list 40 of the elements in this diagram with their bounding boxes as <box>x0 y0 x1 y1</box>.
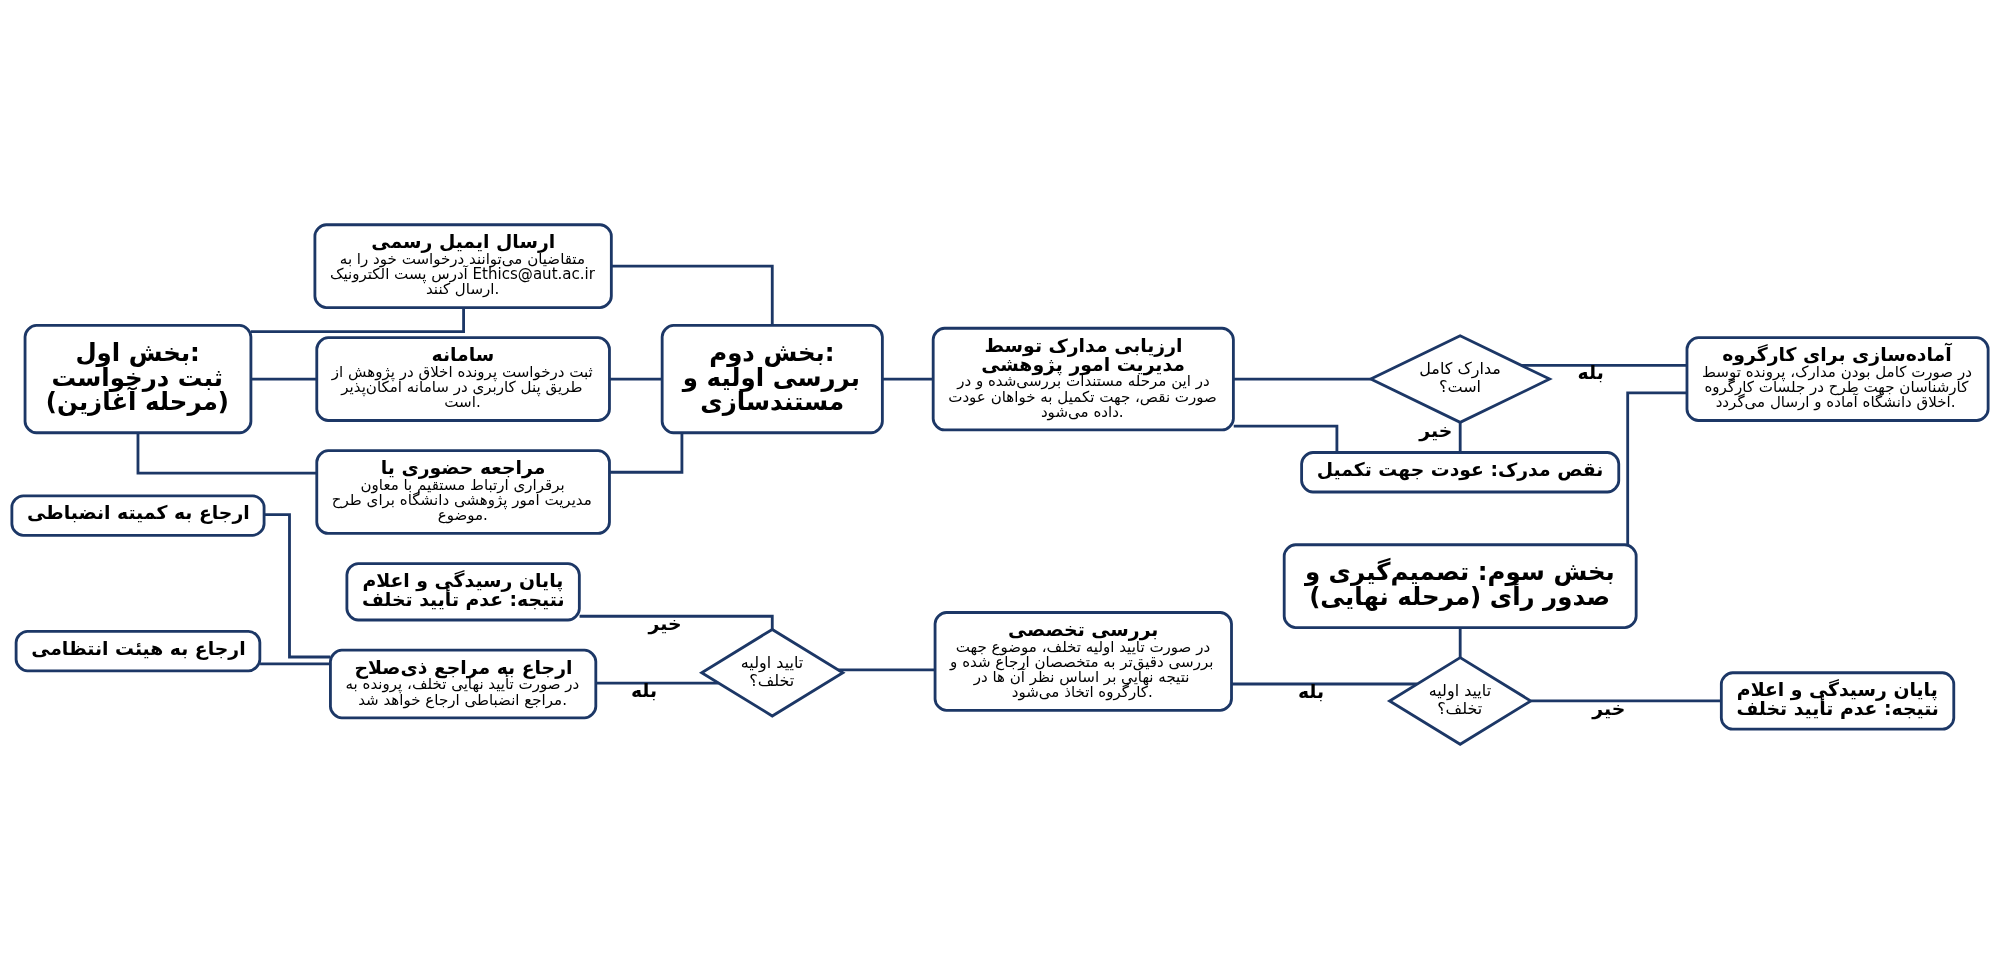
node-box: پایان رسیدگی و اعلام نتیجه: عدم تأیید تخلف <box>1719 670 1956 731</box>
node-box: ارزیابی مدارک توسط مدیریت امور پژوهشی در این مرحله مستندات بررسی‌شده و در صورت نقص، جهت تکمیل به خواهان عودت داده می‌شود. <box>931 326 1235 431</box>
connector <box>1458 627 1462 658</box>
node-box: بخش اول: ثبت درخواست (مرحله آغازین) <box>23 323 253 434</box>
connector <box>611 264 774 325</box>
node-box: نقص مدرک: عودت جهت تکمیل <box>1300 450 1621 493</box>
edge-label: بله <box>1577 361 1604 383</box>
node-box: ارجاع به کمیته انضباطی <box>10 493 266 537</box>
node-diamond: تایید اولیه تخلف؟ <box>1386 655 1534 746</box>
edge-label: بله <box>1297 680 1325 702</box>
connector <box>1233 377 1371 380</box>
connector <box>1458 421 1462 452</box>
node-box: ارجاع به مراجع ذی‌صلاح در صورت تأیید نهایی تخلف، پرونده به مراجع انضباطی ارجاع خواهد شد. <box>329 648 598 719</box>
connector <box>596 681 719 684</box>
connector <box>609 377 662 380</box>
connector <box>882 377 934 380</box>
connector <box>1531 699 1722 702</box>
connector <box>838 668 936 671</box>
edge-label: خیر <box>648 612 682 634</box>
connector <box>579 614 774 629</box>
connector <box>264 512 331 658</box>
connector <box>1626 391 1687 545</box>
connector <box>1231 682 1417 685</box>
node-box: ارجاع به هیئت انتظامی <box>14 629 262 672</box>
node-box: آماده‌سازی برای کارگروه در صورت کامل بودن مدارک، پرونده توسط کارشناسان جهت طرح در جلسات کارگروه اخلاق دانشگاه آماده و ارسال می‌گردد. <box>1685 335 1990 422</box>
connector <box>136 432 317 475</box>
connector <box>260 662 331 665</box>
node-box: بخش دوم: بررسی اولیه و مستندسازی <box>660 323 884 434</box>
edge-label: بله <box>630 679 658 701</box>
node-box: مراجعه حضوری یا برقراری ارتباط مستقیم با معاون مدیریت امور پژوهشی دانشگاه برای طرح موضوع. <box>315 448 611 535</box>
connector <box>251 377 317 380</box>
node-box: بررسی تخصصی در صورت تایید اولیه تخلف، موضوع جهت بررسی دقیق‌تر به متخصصان ارجاع شده و نتیجه نهایی بر اساس نظر آن ها در کارگروه اتخاذ می‌شود. <box>933 610 1233 712</box>
edge-label: خیر <box>1592 697 1626 719</box>
connector <box>609 432 684 474</box>
node-box: پایان رسیدگی و اعلام نتیجه: عدم تأیید تخلف <box>345 561 581 621</box>
node-box: سامانه ثبت درخواست پرونده اخلاق در پژوهش از طریق پنل کاربری در سامانه امکان‌پذیر است. <box>315 335 611 422</box>
connector <box>1521 363 1687 367</box>
node-box: ارسال ایمیل رسمی متقاضیان می‌توانند درخواست خود را به آدرس پست الکترونیک Ethics@aut.ac.ir ارسال کنند. <box>313 222 613 309</box>
node-box: بخش سوم: تصمیم‌گیری و صدور رأی (مرحله نهایی) <box>1282 542 1638 629</box>
node-diamond: تایید اولیه تخلف؟ <box>699 627 846 718</box>
